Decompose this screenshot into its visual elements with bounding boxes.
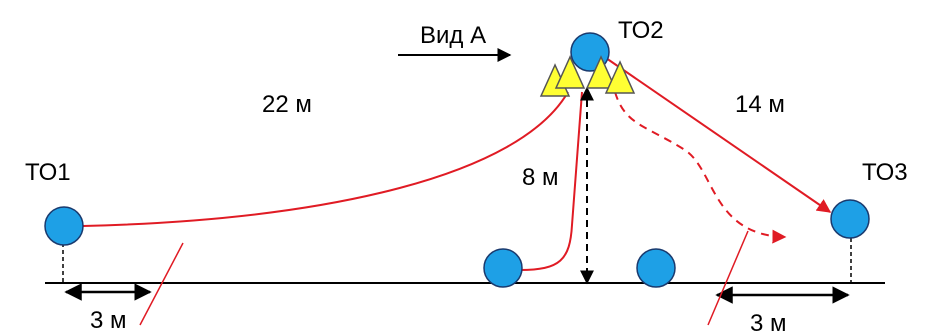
- triangle-icon: [604, 60, 636, 94]
- node-bottom-right: [636, 248, 676, 288]
- triangle-icon: [554, 55, 586, 89]
- triangle-icon: [585, 55, 617, 89]
- slash-mark-right: [707, 230, 749, 326]
- distance-3m-right-label: 3 м: [750, 310, 787, 333]
- cable-to2-to3: [605, 57, 832, 213]
- cable-to2-to-node: [519, 91, 583, 271]
- slash-mark-left: [139, 242, 184, 326]
- cable-dashed: [614, 91, 787, 244]
- cable-to1-to2: [82, 91, 569, 227]
- to3-label: ТО3: [862, 159, 908, 186]
- distance-3m-left-label: 3 м: [90, 307, 127, 333]
- to2-label: ТО2: [618, 17, 664, 44]
- distance-14m-label: 14 м: [735, 91, 785, 118]
- distance-22m-label: 22 м: [262, 91, 312, 118]
- triangle-group: [539, 55, 636, 97]
- node-to1: [44, 206, 84, 246]
- view-label: Вид А: [420, 22, 486, 49]
- node-to3: [830, 199, 870, 239]
- node-bottom-left: [483, 248, 523, 288]
- distance-8m-label: 8 м: [522, 164, 559, 191]
- to1-label: ТО1: [25, 159, 71, 186]
